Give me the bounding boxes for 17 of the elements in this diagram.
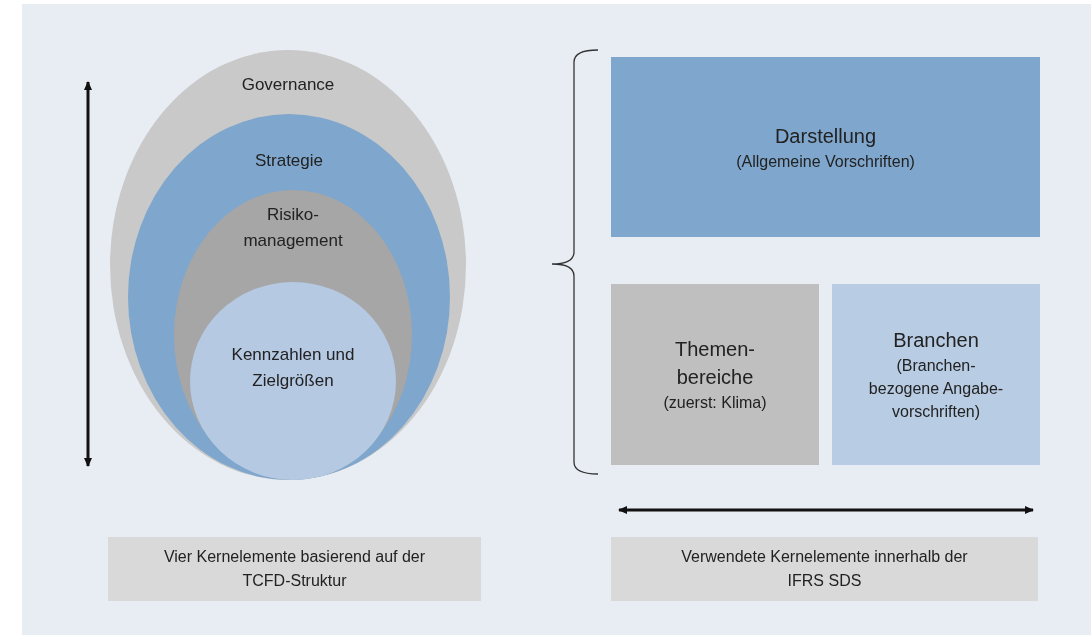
box-heading: Themen- bereiche <box>674 337 756 390</box>
caption-text: Verwendete Kernelemente innerhalb der IFRS SDS <box>680 547 969 591</box>
box-heading: Darstellung <box>774 123 877 149</box>
layer-label: Kennzahlen und Zielgrößen <box>230 344 356 392</box>
caption-panel <box>108 537 481 601</box>
box-heading: Branchen <box>892 328 980 353</box>
caption-panel <box>611 537 1038 601</box>
section-box <box>832 284 1040 465</box>
section-box <box>611 284 819 465</box>
box-subtext: (Branchen- bezogene Angabe- vorschriften) <box>867 356 1005 422</box>
box-subtext: (Allgemeine Vorschriften) <box>736 151 915 172</box>
layer-label: Governance <box>240 74 336 96</box>
caption-text: Vier Kernelemente basierend auf der TCFD-Struktur <box>162 547 427 591</box>
section-box <box>611 57 1040 237</box>
box-subtext: (zuerst: Klima) <box>662 393 768 413</box>
layer-label: Strategie <box>253 150 324 172</box>
layer-label: Risiko- management <box>242 204 344 252</box>
